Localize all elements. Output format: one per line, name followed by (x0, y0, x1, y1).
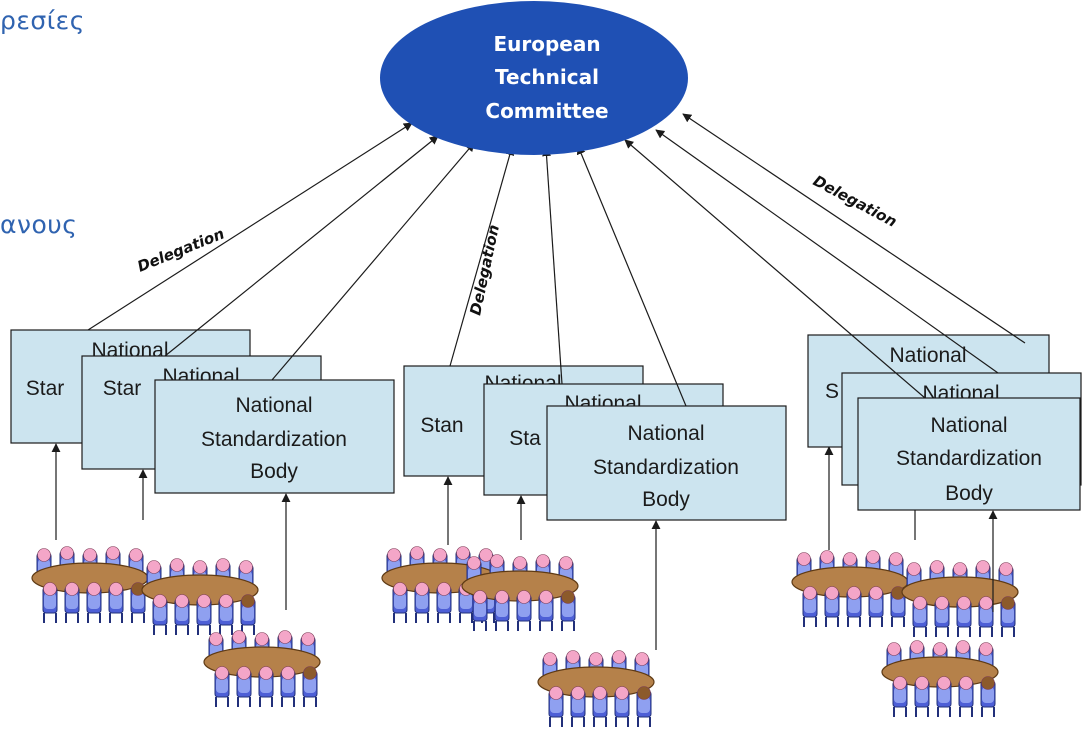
meeting-person (130, 582, 146, 623)
meeting-person (890, 586, 906, 627)
committee-label: Committee (485, 99, 608, 123)
meeting-person (86, 582, 102, 623)
delegation-label: Delegation (466, 223, 503, 317)
meeting-person (636, 686, 652, 727)
meeting-person (494, 590, 510, 631)
meeting-person (956, 596, 972, 637)
national-body-box: National Standardization Body (857, 397, 1081, 511)
meeting-person (868, 586, 884, 627)
meeting-groups (31, 546, 1019, 727)
background-text-2: ανους (0, 210, 78, 239)
box-label: Standardization (201, 428, 347, 451)
meeting-person (240, 594, 256, 635)
delegation-arrows (87, 113, 1026, 407)
meeting-person (538, 590, 554, 631)
committee-ellipse (380, 1, 688, 155)
meeting-person (802, 586, 818, 627)
meeting-person (218, 594, 234, 635)
box-label: Sta (509, 427, 541, 450)
box-label: Star (26, 377, 65, 400)
box-label: National (235, 394, 312, 417)
meeting-person (472, 590, 488, 631)
box-label: S (825, 380, 839, 403)
delegation-arrow (542, 147, 563, 385)
national-body-box: National Standardization Body (546, 405, 787, 521)
meeting-person (958, 676, 974, 717)
meeting-person (936, 676, 952, 717)
meeting-person (414, 582, 430, 623)
box-label: National (627, 422, 704, 445)
box-label: Body (250, 460, 298, 483)
meeting-person (516, 590, 532, 631)
meeting-person (42, 582, 58, 623)
meeting-person (436, 582, 452, 623)
box-label: Body (642, 488, 690, 511)
meeting-person (980, 676, 996, 717)
meeting-person (1000, 596, 1016, 637)
meeting-person (892, 676, 908, 717)
meeting-person (560, 590, 576, 631)
committee-label: European (493, 32, 600, 56)
background-text-1: ρεσίες (0, 6, 85, 35)
group-1: National Star National Star National Sta… (10, 329, 395, 494)
meeting-person (174, 594, 190, 635)
box-label: National (930, 414, 1007, 437)
box-label: Body (945, 482, 993, 505)
national-body-box: National Standardization Body (154, 379, 395, 494)
meeting-person (592, 686, 608, 727)
delegation-arrow (576, 145, 687, 407)
delegation-arrow (655, 129, 999, 374)
meeting-arrows (51, 443, 998, 650)
meeting-person (978, 596, 994, 637)
meeting-person (108, 582, 124, 623)
meeting-person (846, 586, 862, 627)
delegation-arrow (449, 146, 515, 367)
meeting-person (570, 686, 586, 727)
meeting-person (392, 582, 408, 623)
meeting-person (912, 596, 928, 637)
meeting-person (548, 686, 564, 727)
delegation-arrow (87, 122, 413, 331)
meeting-person (214, 666, 230, 707)
committee-label: Technical (495, 65, 599, 89)
box-label: Standardization (896, 447, 1042, 470)
box-label: Star (103, 377, 142, 400)
meeting-person (258, 666, 274, 707)
delegation-arrow (682, 113, 1026, 344)
delegation-arrow (624, 139, 926, 399)
delegation-arrow (271, 142, 475, 381)
meeting-person (196, 594, 212, 635)
group-3: National S National National Standardiza… (807, 334, 1082, 511)
delegation-label: Delegation (810, 172, 900, 231)
delegation-arrow (164, 135, 439, 357)
box-label: National (889, 344, 966, 367)
meeting-person (64, 582, 80, 623)
meeting-person (152, 594, 168, 635)
group-2: National Stan National Sta National Stan… (403, 365, 787, 521)
meeting-person (914, 676, 930, 717)
box-label: Standardization (593, 456, 739, 479)
meeting-person (302, 666, 318, 707)
meeting-person (614, 686, 630, 727)
box-label: Stan (420, 414, 463, 437)
meeting-person (824, 586, 840, 627)
meeting-person (280, 666, 296, 707)
meeting-person (934, 596, 950, 637)
european-technical-committee: European Technical Committee (380, 1, 688, 155)
meeting-person (236, 666, 252, 707)
